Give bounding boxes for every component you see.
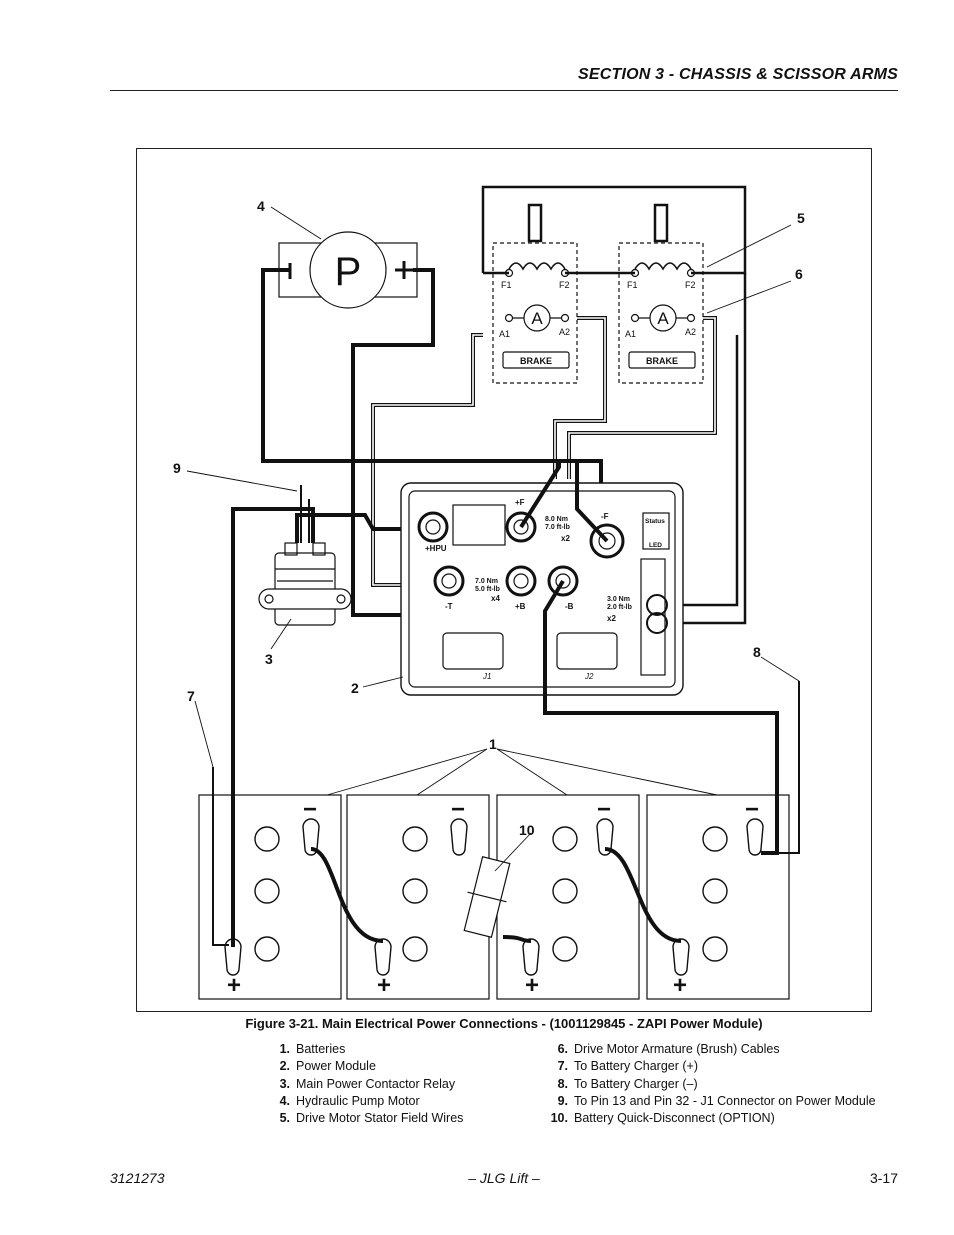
legend-left-column: 1. Batteries 2. Power Module 3. Main Power … [262,1041,464,1127]
pump-label: P [335,250,362,294]
section-title: SECTION 3 - CHASSIS & SCISSOR ARMS [577,66,898,83]
legend-number: 9. [557,1093,568,1108]
a1-label: A1 [499,329,510,339]
led-label: LED [649,542,662,549]
torque-value-6: 2.0 ft-lb [607,604,632,611]
callout-2: 2 [351,680,359,696]
legend-number: 7. [557,1059,568,1074]
legend-number: 1. [279,1042,290,1056]
legend-text: Power Module [296,1059,376,1074]
legend-text: To Battery Charger (–) [574,1076,698,1091]
figure-caption: Figure 3-21. Main Electrical Power Conne… [245,1016,763,1031]
torque-value-5: 3.0 Nm [607,596,630,603]
legend-number: 4. [279,1093,290,1108]
a1-label-2: A1 [625,329,636,339]
j2-label: J2 [584,672,594,681]
legend-item: 8. To Battery Charger (–) [540,1076,876,1093]
wiring-diagram-frame: P A A F1 F2 F1 F2 A1 A2 A1 A2 BRAKE BRAK… [136,148,872,1012]
a2-label-2: A2 [685,327,696,337]
minus-b-label: -B [565,602,574,611]
callout-5: 5 [797,210,805,226]
callout-1: 1 [489,736,497,752]
battery-bank [198,681,800,1000]
legend-item: 2. Power Module [262,1058,463,1075]
battery-4-minus: − [745,796,759,823]
f-terminal-label: +F [515,498,525,507]
minus-t-label: -T [445,602,453,611]
power-module [400,482,684,696]
f2-label-2: F2 [685,280,696,290]
torque-value-2: 7.0 ft-lb [545,524,570,531]
legend-item: 10. Battery Quick-Disconnect (OPTION) [540,1110,876,1127]
brake-label: BRAKE [520,356,552,366]
main-contactor-relay [258,542,352,626]
company-name: – JLG Lift – [468,1170,540,1186]
f2-label: F2 [559,280,570,290]
torque-value-1: 8.0 Nm [545,516,568,523]
legend-number: 3. [279,1076,290,1091]
legend-number: 2. [279,1059,290,1074]
minus-f-label: -F [601,512,609,521]
legend-text: Battery Quick-Disconnect (OPTION) [574,1111,775,1126]
drive-motor-2 [618,242,704,384]
legend-item: 3. Main Power Contactor Relay [262,1076,463,1093]
torque-value-4: 5.0 ft-lb [475,586,500,593]
torque-value-3: 7.0 Nm [475,578,498,585]
battery-1-minus: − [303,796,317,823]
battery-1-plus: + [227,972,241,999]
battery-2-plus: + [377,972,391,999]
f1-label-2: F1 [627,280,638,290]
legend-item: 7. To Battery Charger (+) [540,1058,876,1075]
battery-4-plus: + [673,972,687,999]
legend-item: 6. Drive Motor Armature (Brush) Cables [540,1041,876,1058]
j1-label: J1 [482,672,491,681]
legend-text: Main Power Contactor Relay [296,1076,456,1091]
f1-label: F1 [501,280,512,290]
legend-number: 5. [279,1111,290,1126]
drive-motor-1 [492,242,578,384]
armature-2-label: A [657,309,669,328]
battery-2-minus: − [451,796,465,823]
page-header: SECTION 3 - CHASSIS & SCISSOR ARMS [110,60,898,91]
legend-text: Hydraulic Pump Motor [296,1093,420,1108]
callout-10: 10 [519,822,535,838]
legend-item: 4. Hydraulic Pump Motor [262,1093,463,1110]
x4-label: x4 [491,594,500,603]
legend-right-column: 6. Drive Motor Armature (Brush) Cables 7.… [540,1041,876,1127]
callout-6: 6 [795,266,803,282]
legend-text: Drive Motor Stator Field Wires [296,1111,464,1126]
x2-label-2: x2 [607,614,616,623]
legend-text: Batteries [296,1042,346,1056]
x2-label: x2 [561,534,570,543]
legend-number: 8. [557,1076,568,1091]
callout-7: 7 [187,688,195,704]
callout-4: 4 [257,198,265,214]
status-label: Status [645,518,665,525]
plus-b-label: +B [515,602,526,611]
battery-3-minus: − [597,796,611,823]
callout-3: 3 [265,651,273,667]
armature-1-label: A [531,309,543,328]
callout-8: 8 [753,644,761,660]
legend-text: To Battery Charger (+) [574,1059,699,1074]
wiring-diagram: P A A F1 F2 F1 F2 A1 A2 A1 A2 BRAKE BRAK… [173,185,805,1000]
legend-item: 9. To Pin 13 and Pin 32 - J1 Connector on… [540,1093,876,1110]
page-number: 3-17 [869,1170,898,1186]
legend-item: 5. Drive Motor Stator Field Wires [262,1110,464,1127]
legend-number: 6. [557,1042,568,1056]
legend-text: To Pin 13 and Pin 32 - J1 Connector on P… [574,1093,876,1108]
battery-3-plus: + [525,972,539,999]
hpu-terminal-label: +HPU [425,544,447,553]
hydraulic-pump-motor [278,231,418,309]
legend-text: Drive Motor Armature (Brush) Cables [574,1042,780,1056]
brake-label-2: BRAKE [646,356,678,366]
legend-number: 10. [550,1111,568,1126]
a2-label: A2 [559,327,570,337]
legend-item: 1. Batteries [262,1041,463,1058]
doc-number: 3121273 [110,1170,165,1186]
callout-9: 9 [173,460,181,476]
